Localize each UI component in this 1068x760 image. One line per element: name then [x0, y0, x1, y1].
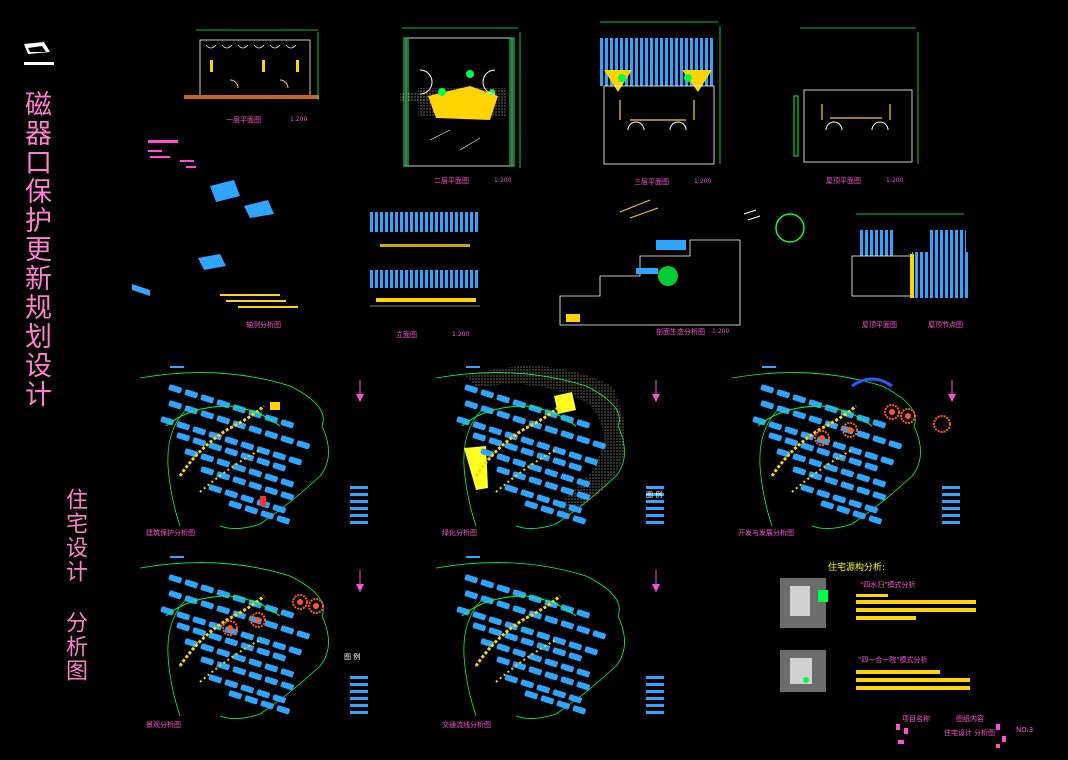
plan-first-floor: [184, 29, 319, 100]
analysis-item-1: "四水归"模式分析: [860, 581, 916, 589]
plan-third-floor: [600, 21, 721, 165]
plan-second-caption: 二层平面图: [434, 177, 469, 185]
plan-first-scale: 1:200: [290, 116, 308, 123]
axonometric-drawing: [132, 140, 298, 308]
elevation-drawing: [370, 212, 480, 307]
detail-right-caption: 屋顶节点图: [928, 321, 963, 329]
logo-icon: [24, 42, 54, 65]
elevation-scale: 1:200: [452, 331, 470, 338]
plan-first-caption: 一层平面图: [226, 116, 261, 124]
site-map-protect: [139, 366, 368, 529]
site-map-traffic: [435, 556, 664, 719]
analysis-item-2: "四一合一院"模式分析: [858, 656, 928, 664]
map-caption-protection: 建筑保护分析图: [146, 529, 195, 537]
section-drawing: [559, 199, 805, 326]
axonometric-caption: 轴测分析图: [246, 321, 281, 329]
titleblock-design: 住宅设计: [944, 729, 972, 737]
titleblock-content: 图纸内容: [956, 715, 984, 723]
analysis-heading: 住宅源构分析:: [828, 563, 886, 573]
map-caption-traffic: 交通流线分析图: [442, 721, 491, 729]
plan-second-scale: 1:200: [494, 177, 512, 184]
title-block: [896, 724, 1006, 748]
main-title: 磁器口保护更新规划设计: [20, 90, 51, 409]
map-legend-landscape: 图 例: [344, 653, 361, 661]
section-scale: 1:200: [712, 328, 730, 335]
site-maps: [139, 366, 960, 719]
site-map-green: [435, 366, 664, 529]
titleblock-analysis: 分析图: [974, 729, 995, 737]
residential-analysis: [780, 578, 976, 692]
map-legend-greening: 图 例: [646, 491, 663, 499]
map-caption-landscape: 景观分析图: [146, 721, 181, 729]
plan-roof: [793, 27, 919, 164]
map-caption-greening: 绿化分析图: [442, 529, 477, 537]
map-caption-development: 开发与发展分析图: [738, 529, 794, 537]
titleblock-project: 项目名称: [902, 715, 930, 723]
site-map-develop: [731, 366, 960, 529]
detail-left-caption: 屋顶平面图: [862, 321, 897, 329]
detail-drawings: [851, 213, 968, 298]
plan-third-caption: 三层平面图: [634, 178, 669, 186]
plan-second-floor: [400, 27, 521, 168]
plan-roof-scale: 1:200: [886, 177, 904, 184]
section-caption: 剖面生态分析图: [656, 328, 705, 336]
sub-title: 住宅设计 分析图: [62, 488, 87, 683]
elevation-caption: 立面图: [396, 331, 417, 339]
plan-roof-caption: 屋顶平面图: [826, 177, 861, 185]
site-map-landscape: [139, 556, 368, 719]
plan-third-scale: 1:200: [694, 178, 712, 185]
titleblock-number: NO.3: [1016, 726, 1034, 734]
